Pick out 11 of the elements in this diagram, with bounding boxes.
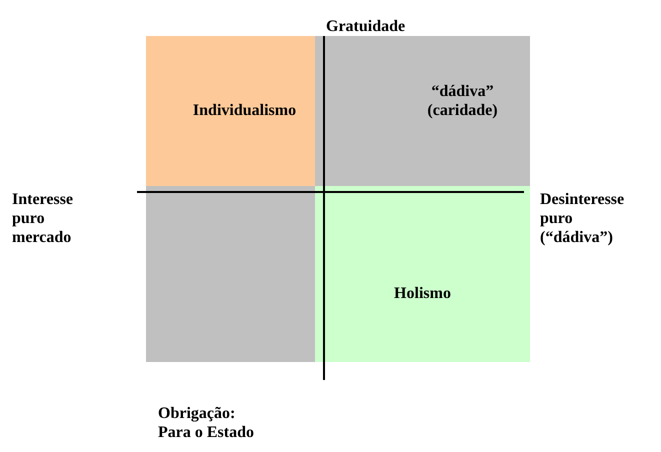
quadrant-label: Individualismo bbox=[192, 101, 296, 121]
quadrant-box bbox=[315, 36, 530, 186]
quadrant-label: “dádiva” (caridade) bbox=[426, 82, 499, 120]
quadrant-label: Holismo bbox=[394, 284, 451, 304]
axis-label: Obrigação: Para o Estado bbox=[158, 404, 255, 442]
quadrant-box bbox=[315, 186, 530, 362]
axis-label: Desinteresse puro (“dádiva”) bbox=[540, 190, 626, 248]
quadrant-box bbox=[146, 186, 315, 362]
quadrant-box bbox=[146, 36, 315, 186]
axis-label: Gratuidade bbox=[326, 17, 406, 36]
axis-label: Interesse puro mercado bbox=[12, 190, 74, 248]
